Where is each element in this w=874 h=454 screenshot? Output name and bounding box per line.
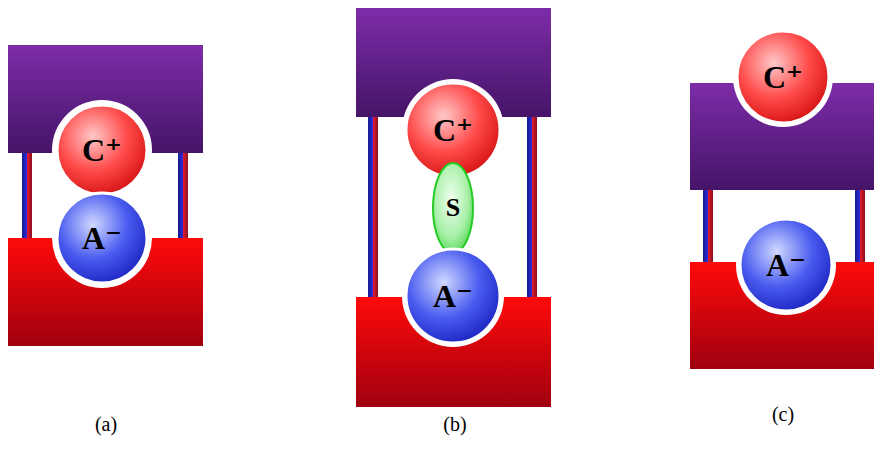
ion-symbol: C⁺	[433, 114, 473, 146]
node-shape	[737, 31, 829, 123]
pillar	[855, 190, 865, 262]
panel-label: (b)	[443, 414, 466, 434]
ion-symbol: S	[446, 195, 460, 221]
pillar	[527, 117, 537, 297]
cutout	[402, 245, 504, 347]
panel-label: (a)	[95, 414, 117, 434]
cutout	[52, 188, 152, 288]
node-shape	[57, 105, 147, 195]
anion-circle: A⁻	[406, 249, 500, 343]
cutout	[736, 215, 836, 315]
node-shape	[406, 249, 500, 343]
cation-circle: C⁺	[57, 105, 147, 195]
panel-label: (c)	[772, 404, 794, 424]
cutout	[52, 100, 152, 200]
pillar	[178, 153, 188, 238]
node-shape	[740, 219, 832, 311]
ion-symbol: A⁻	[433, 280, 473, 312]
cutout	[733, 27, 833, 127]
pillar	[368, 117, 378, 297]
ion-symbol: A⁻	[82, 222, 122, 254]
pillar	[22, 153, 32, 238]
cation-circle: C⁺	[737, 31, 829, 123]
solvent-ellipse: S	[433, 163, 473, 253]
ion-symbol: C⁺	[82, 134, 122, 166]
ion-symbol: C⁺	[763, 61, 803, 93]
anion-circle: A⁻	[740, 219, 832, 311]
pillar	[703, 190, 713, 262]
anion-circle: A⁻	[57, 193, 147, 283]
ion-symbol: A⁻	[766, 249, 806, 281]
node-shape	[433, 163, 473, 253]
node-shape	[57, 193, 147, 283]
